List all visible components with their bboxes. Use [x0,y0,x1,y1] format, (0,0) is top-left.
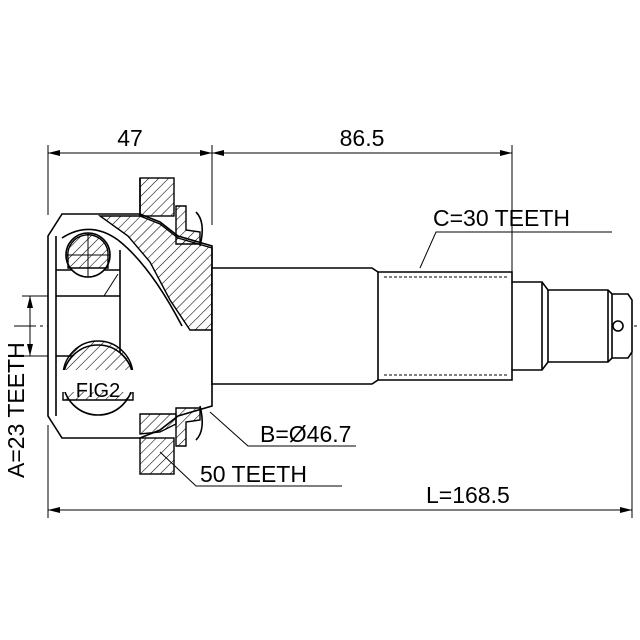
seal-bottom [175,405,204,447]
dim-teeth-abs: 50 TEETH [200,461,307,487]
abs-ring [139,177,175,475]
leader-lines [103,231,612,487]
dim-right-length: 86.5 [340,125,385,151]
dim-left-length: 47 [117,125,143,151]
ball-top [65,232,111,278]
shaft [211,267,633,385]
dimension-lines [27,150,632,513]
fig2-label: FIG2 [76,380,120,402]
seal-top [175,205,204,247]
ball-bottom-fig2: FIG2 [62,340,134,416]
dim-spline-c: C=30 TEETH [433,205,570,231]
dim-total-length: L=168.5 [426,482,510,508]
dim-diameter-b: B=Ø46.7 [260,421,351,447]
dim-spline-a: A=23 TEETH [3,342,29,478]
